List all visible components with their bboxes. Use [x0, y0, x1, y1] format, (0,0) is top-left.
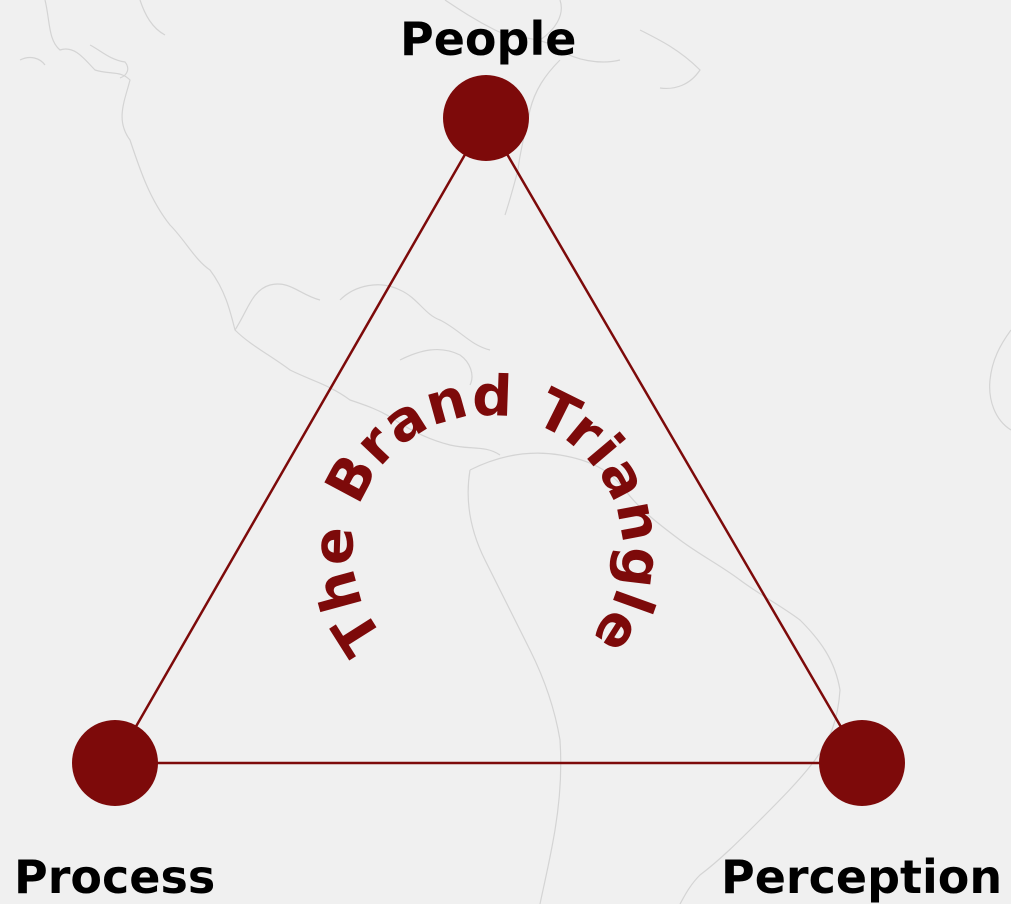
vertex-node-process	[72, 720, 158, 806]
triangle-outline	[112, 115, 865, 765]
vertex-label-perception: Perception	[721, 850, 1003, 904]
vertex-node-people	[443, 75, 529, 161]
vertex-node-perception	[819, 720, 905, 806]
diagram-title: The Brand Triangle	[301, 364, 675, 667]
vertex-label-people: People	[400, 12, 577, 66]
diagram-title-text: The Brand Triangle	[301, 364, 674, 667]
vertex-label-process: Process	[14, 850, 216, 904]
world-map-background	[19, 0, 1011, 904]
